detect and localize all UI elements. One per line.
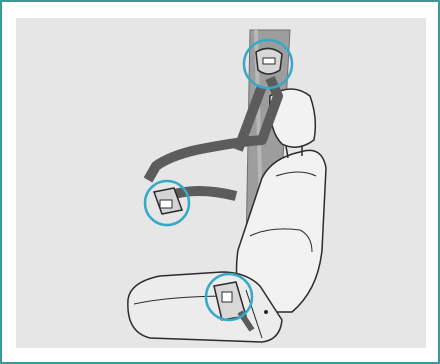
lap-belt [168, 191, 236, 196]
pillar-anchor [256, 48, 282, 74]
